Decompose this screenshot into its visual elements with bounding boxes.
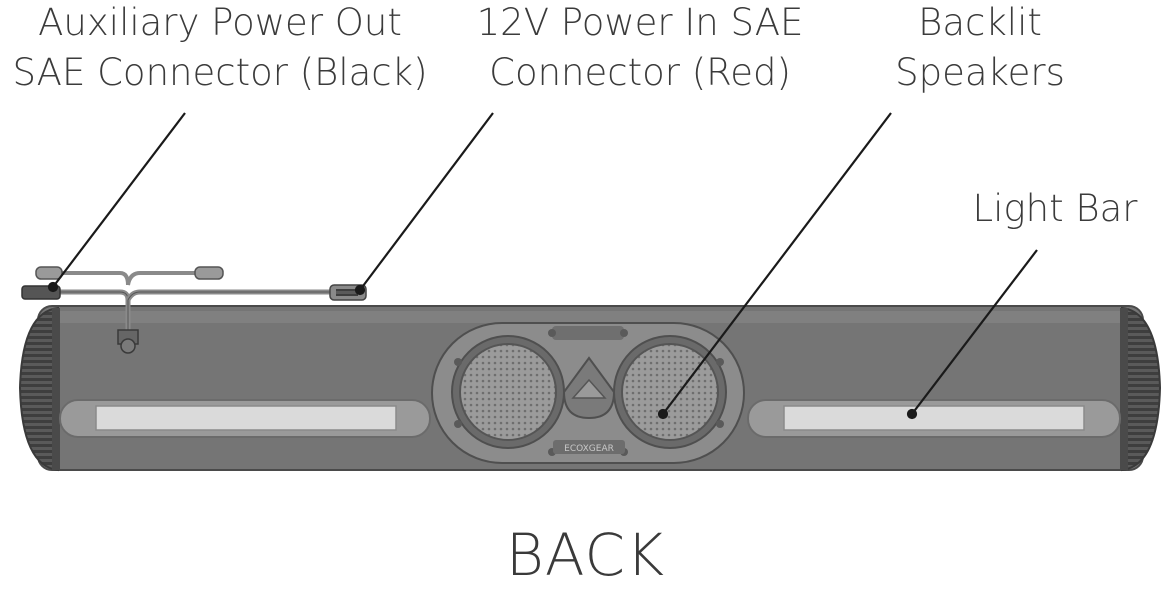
callout-light-bar-line-1: Light Bar <box>972 187 1138 230</box>
leader-power-in-dot <box>354 284 366 296</box>
leader-aux-power <box>52 112 186 288</box>
leader-speakers <box>662 112 892 415</box>
cap-connector-left <box>35 266 63 280</box>
callout-light-bar: Light Bar <box>950 184 1160 234</box>
callout-aux-line-2: SAE Connector (Black) <box>12 51 428 94</box>
right-light-bar <box>747 399 1121 438</box>
cap-connector-right <box>194 266 224 280</box>
callout-aux-line-1: Auxiliary Power Out <box>38 1 402 44</box>
left-speaker-grille <box>459 343 557 441</box>
leader-aux-dot <box>47 281 59 293</box>
leader-light-bar <box>911 249 1038 415</box>
view-caption: BACK <box>505 521 666 589</box>
right-speaker-grille <box>621 343 719 441</box>
left-light-bar <box>59 399 431 438</box>
left-end-cap <box>18 306 60 472</box>
callout-12v-line-1: 12V Power In SAE <box>476 1 804 44</box>
callout-aux-power-out: Auxiliary Power Out SAE Connector (Black… <box>0 0 440 98</box>
callout-backlit-speakers: Backlit Speakers <box>870 0 1090 98</box>
leader-lines <box>47 112 1038 420</box>
callout-12v-line-2: Connector (Red) <box>489 51 791 94</box>
brand-wordmark: ECOXGEAR <box>564 444 614 454</box>
leader-speakers-dot <box>657 408 669 420</box>
callout-speakers-line-2: Speakers <box>895 51 1065 94</box>
callout-12v-power-in: 12V Power In SAE Connector (Red) <box>460 0 820 98</box>
right-end-cap <box>1120 306 1162 472</box>
callout-speakers-line-1: Backlit <box>918 1 1042 44</box>
leader-power-in <box>359 112 494 291</box>
leader-light-bar-dot <box>906 408 918 420</box>
speaker-panel: ECOXGEAR <box>431 322 745 464</box>
